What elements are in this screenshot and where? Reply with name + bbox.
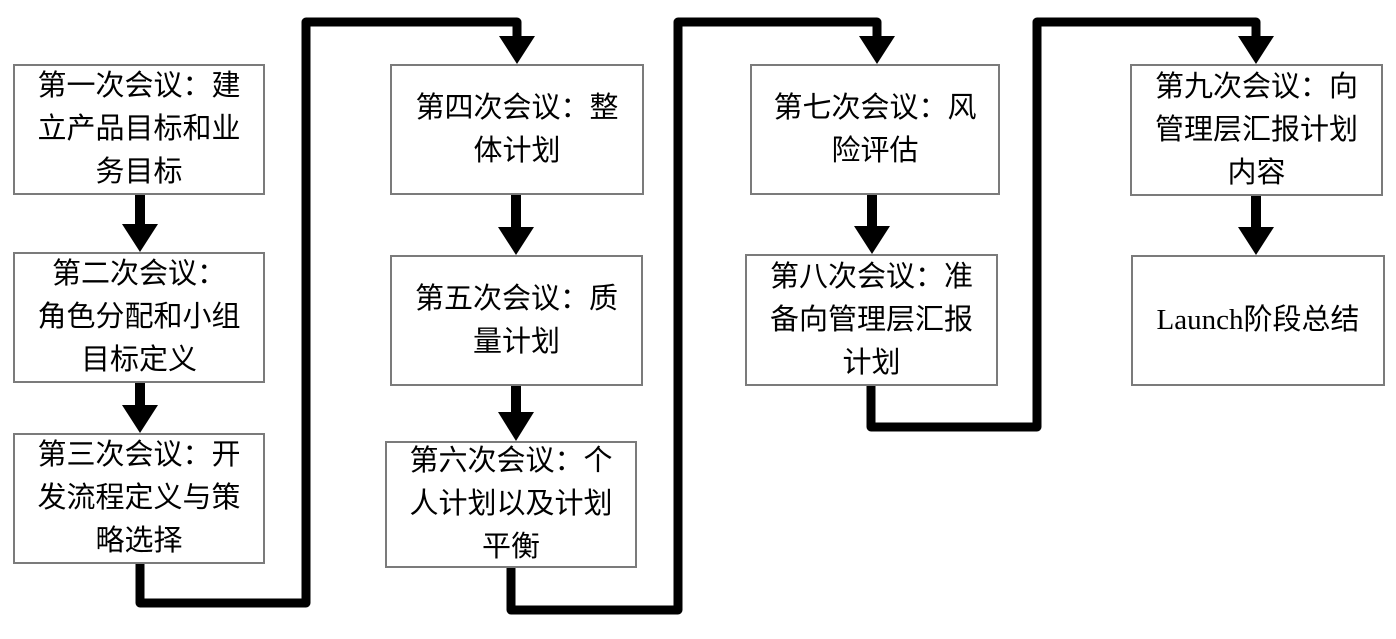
arrow-meeting1-to-meeting2 (122, 195, 158, 252)
flow-box-meeting-8: 第八次会议：准 备向管理层汇报 计划 (745, 254, 998, 386)
arrow-meeting2-to-meeting3 (122, 383, 158, 433)
flow-box-meeting-9-label: 第九次会议：向 管理层汇报计划 内容 (1154, 70, 1358, 189)
flow-box-meeting-4: 第四次会议：整 体计划 (390, 64, 644, 195)
connector-meeting6-to-meeting7 (506, 17, 895, 615)
flow-box-meeting-2: 第二次会议： 角色分配和小组 目标定义 (13, 252, 265, 383)
flow-box-meeting-5-label: 第五次会议：质 量计划 (414, 282, 618, 358)
flow-box-launch-summary-label: Launch阶段总结 (1156, 304, 1360, 336)
arrow-meeting9-to-launch-summary (1238, 196, 1274, 255)
flow-box-meeting-6-label: 第六次会议：个 人计划以及计划 平衡 (409, 445, 613, 563)
flow-box-meeting-1: 第一次会议：建 立产品目标和业 务目标 (13, 64, 265, 195)
flow-box-meeting-1-label: 第一次会议：建 立产品目标和业 务目标 (37, 70, 241, 188)
connector-meeting8-to-meeting9 (866, 17, 1274, 432)
flow-box-meeting-2-label: 第二次会议： 角色分配和小组 目标定义 (37, 258, 241, 376)
flow-box-meeting-9: 第九次会议：向 管理层汇报计划 内容 (1130, 64, 1383, 196)
flow-box-meeting-7: 第七次会议：风 险评估 (750, 64, 1000, 195)
flow-box-meeting-7-label: 第七次会议：风 险评估 (773, 91, 977, 167)
flow-box-meeting-5: 第五次会议：质 量计划 (390, 255, 643, 386)
arrow-meeting5-to-meeting6 (498, 386, 534, 441)
flow-box-meeting-3-label: 第三次会议：开 发流程定义与策 略选择 (37, 439, 241, 557)
connector-meeting3-to-meeting4 (135, 17, 535, 608)
flow-box-launch-summary: Launch阶段总结 (1131, 255, 1385, 386)
flow-box-meeting-6: 第六次会议：个 人计划以及计划 平衡 (385, 441, 637, 568)
flow-box-meeting-4-label: 第四次会议：整 体计划 (415, 91, 619, 167)
flow-box-meeting-8-label: 第八次会议：准 备向管理层汇报 计划 (769, 260, 973, 379)
arrow-meeting7-to-meeting8 (854, 195, 890, 254)
flow-box-meeting-3: 第三次会议：开 发流程定义与策 略选择 (13, 433, 265, 564)
arrow-meeting4-to-meeting5 (498, 195, 534, 255)
